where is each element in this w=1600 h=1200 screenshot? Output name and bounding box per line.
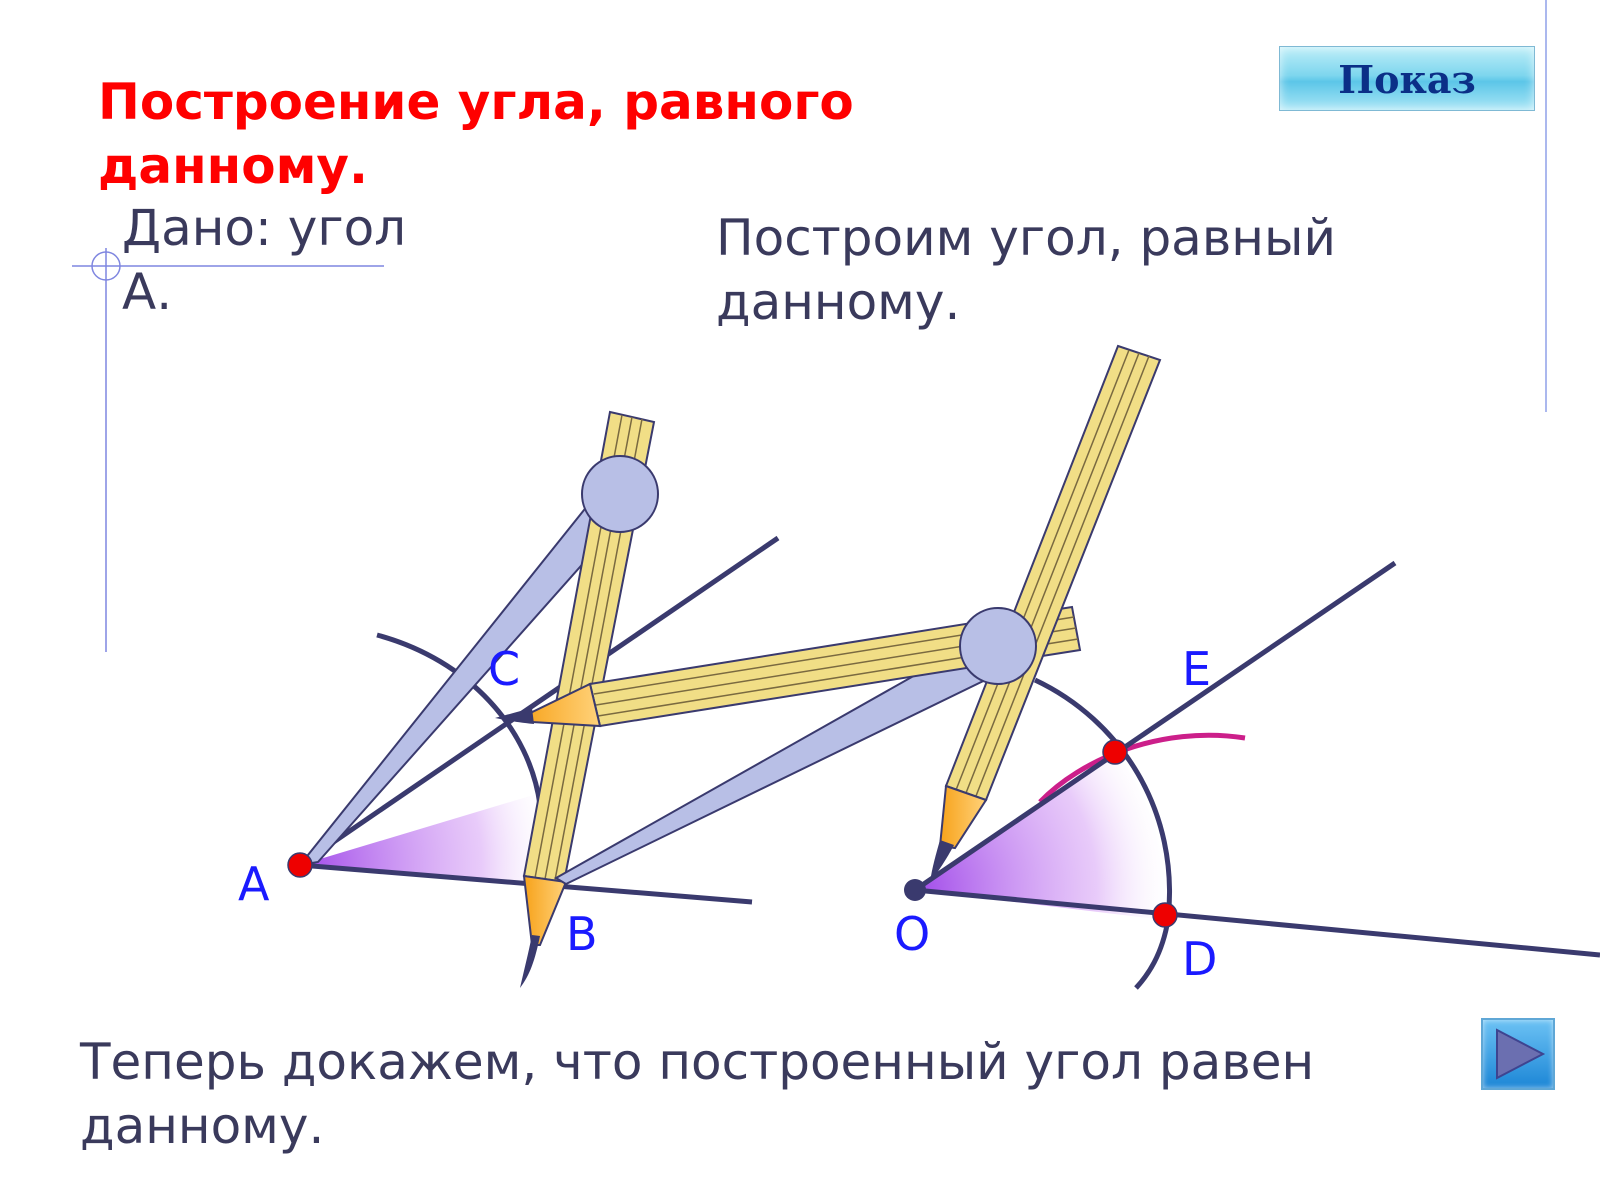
angle-o-fill bbox=[915, 752, 1166, 920]
slide-title: Построение угла, равного данному. bbox=[98, 73, 854, 195]
arc-bc bbox=[376, 632, 543, 806]
point-o bbox=[904, 879, 926, 901]
angle-a-fill bbox=[300, 793, 550, 883]
proof-text: Теперь докажем, что построенный угол рав… bbox=[80, 1033, 1315, 1155]
label-c: C bbox=[488, 642, 520, 696]
ray-oe bbox=[913, 560, 1397, 893]
point-a bbox=[287, 852, 313, 878]
point-d bbox=[1152, 902, 1178, 928]
given-text: Дано: угол А. bbox=[122, 199, 407, 321]
compass-o-hinge bbox=[959, 607, 1037, 685]
label-b: B bbox=[566, 907, 598, 961]
compass-left bbox=[297, 410, 659, 988]
arc-de bbox=[1033, 677, 1172, 990]
guide-circle bbox=[91, 251, 121, 281]
compass-o bbox=[930, 344, 1162, 882]
point-e bbox=[1102, 739, 1128, 765]
construct-text: Построим угол, равный данному. bbox=[716, 209, 1336, 331]
compass-o-lead bbox=[930, 840, 954, 882]
show-button[interactable]: Показ bbox=[1279, 46, 1535, 111]
play-triangle-icon bbox=[1496, 1028, 1546, 1080]
compass-o-pencil-tip bbox=[938, 784, 988, 850]
compass-right-lead bbox=[495, 708, 534, 724]
compass-left-lead bbox=[520, 935, 540, 988]
label-a: A bbox=[238, 857, 270, 911]
label-o: O bbox=[894, 907, 930, 961]
label-d: D bbox=[1182, 932, 1217, 986]
label-e: E bbox=[1182, 642, 1211, 696]
ray-od bbox=[914, 887, 1600, 958]
compass-right bbox=[495, 605, 1082, 886]
next-button[interactable] bbox=[1481, 1018, 1555, 1090]
ray-ac bbox=[298, 535, 780, 868]
compass-left-pencil-tip bbox=[522, 874, 568, 946]
compass-left-hinge bbox=[581, 455, 659, 533]
